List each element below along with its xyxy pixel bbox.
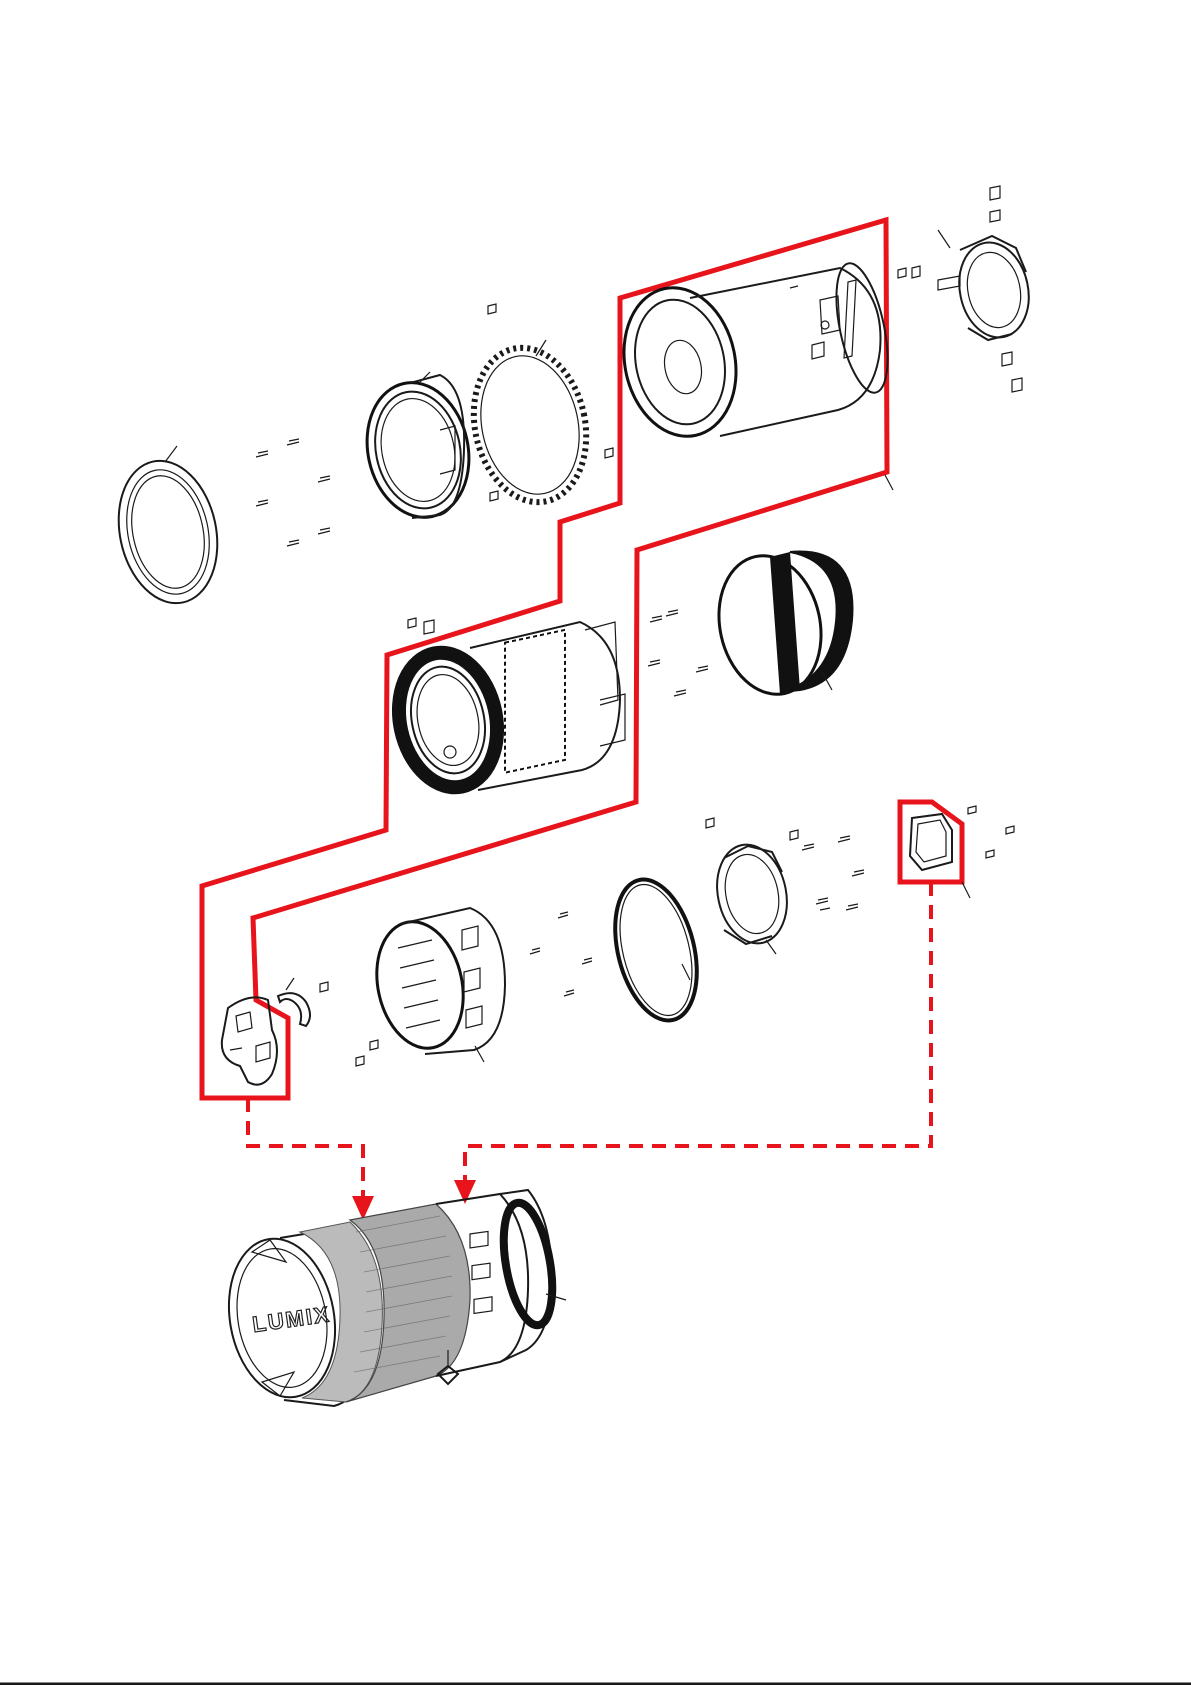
part-rear-frame (222, 997, 277, 1084)
part-cam-cylinder (611, 259, 898, 490)
lens-logo-text: LUMIX (251, 1301, 332, 1337)
assembly-arrow-left (248, 1098, 363, 1200)
screw-set-housing (530, 912, 592, 996)
part-lens-mount (706, 818, 798, 954)
part-front-lens-barrel (355, 372, 481, 527)
part-switch-housing (366, 908, 505, 1062)
screw-set-lower-left (356, 1040, 378, 1066)
part-o-ring (602, 871, 711, 1029)
part-front-filter-ring (106, 446, 230, 612)
assembly-arrow-right (465, 882, 931, 1183)
part-rubber-grip-band (707, 546, 853, 704)
screw-set-middle (648, 610, 708, 696)
screw-set-right (802, 836, 864, 910)
part-rear-bracket (898, 186, 1037, 392)
part-assembled-lens: LUMIX (217, 1190, 566, 1406)
part-gear-ring (460, 304, 613, 513)
screw-set-front (256, 439, 330, 546)
